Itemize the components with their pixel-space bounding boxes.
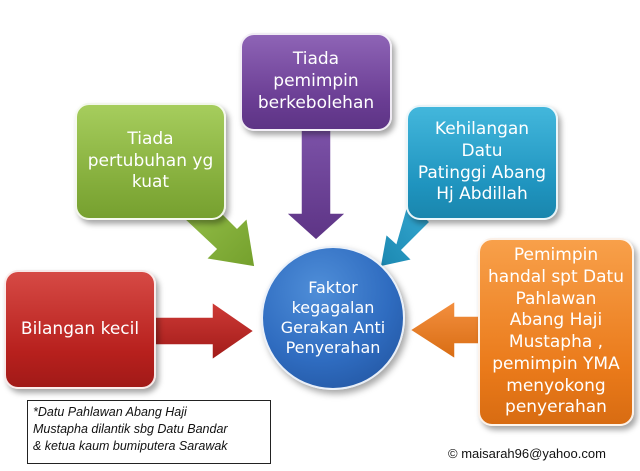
box-line: Patinggi Abang [417, 162, 547, 183]
box-line: Hj Abdillah [436, 184, 528, 205]
factor-box-tiada-pemimpin: Tiada pemimpin berkebolehan [240, 33, 392, 131]
center-circle: Faktor kegagalan Gerakan Anti Penyerahan [261, 246, 405, 390]
factor-box-tiada-pertubuhan: Tiada pertubuhan yg kuat [75, 103, 226, 220]
box-line: Pahlawan [515, 288, 597, 309]
box-line: pemimpin YMA [492, 353, 620, 374]
box-line: penyerahan [505, 397, 607, 418]
box-line: menyokong [506, 375, 606, 396]
box-line: kuat [131, 172, 170, 193]
footnote-box: *Datu Pahlawan Abang Haji Mustapha dilan… [27, 400, 271, 464]
box-line: pertubuhan yg [87, 150, 214, 171]
arrow-right [408, 299, 481, 361]
arrow-left [153, 300, 256, 362]
box-line: Pemimpin [513, 245, 599, 265]
factor-box-pemimpin-handal: Pemimpin handal spt Datu Pahlawan Abang … [478, 238, 634, 426]
center-line: kegagalan [291, 298, 375, 317]
center-line: Penyerahan [285, 338, 381, 357]
box-line: Bilangan kecil [20, 318, 140, 339]
footnote-line: Mustapha dilantik sbg Datu Bandar [33, 421, 228, 436]
factor-box-bilangan-kecil: Bilangan kecil [4, 270, 156, 389]
box-line: Mustapha , [508, 332, 604, 352]
footnote-line: *Datu Pahlawan Abang Haji [33, 405, 187, 419]
box-line: Tiada [127, 128, 174, 149]
box-line: Kehilangan Datu [434, 119, 530, 161]
box-line: Abang Haji [509, 310, 603, 331]
center-line: Gerakan Anti [280, 318, 386, 337]
factor-box-kehilangan-datu: Kehilangan Datu Patinggi Abang Hj Abdill… [406, 105, 558, 220]
copyright-text: © maisarah96@yahoo.com [448, 446, 606, 461]
box-line: berkebolehan [257, 92, 375, 113]
footnote-line: & ketua kaum bumiputera Sarawak [33, 438, 228, 453]
box-line: handal spt Datu [488, 266, 624, 287]
center-line: Faktor [308, 278, 358, 297]
arrow-top [284, 128, 348, 242]
box-line: Tiada pemimpin [273, 49, 359, 92]
